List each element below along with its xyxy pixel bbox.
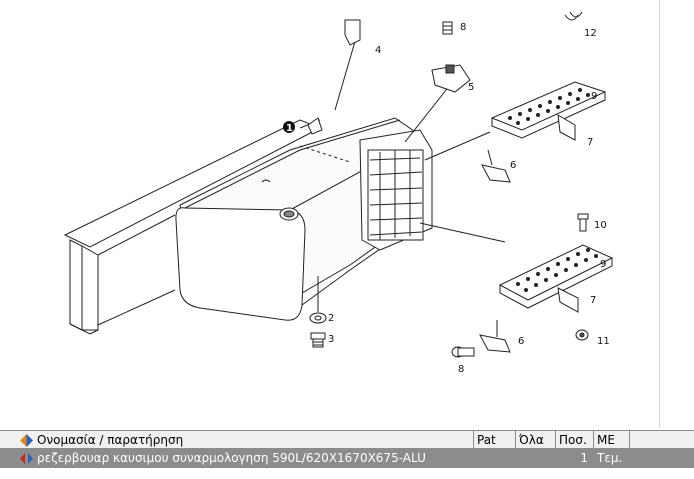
row-ola — [516, 449, 556, 468]
column-header-unit[interactable]: ΜΕ — [594, 431, 630, 450]
grid-empty-area — [0, 468, 694, 479]
header-diamond-icon[interactable] — [20, 434, 33, 447]
callout-9-lower[interactable]: 9 — [600, 259, 606, 270]
column-header-name[interactable]: Ονομασία / παρατήρηση — [34, 431, 474, 450]
callout-6-upper[interactable]: 6 — [510, 160, 516, 171]
callout-4[interactable]: 4 — [375, 45, 381, 56]
callout-9-upper[interactable]: 9 — [591, 91, 597, 102]
drawing-canvas: 1 4 8 12 5 9 7 6 10 9 7 6 11 2 3 8 — [63, 11, 614, 375]
vertical-scrollbar[interactable] — [659, 0, 694, 428]
column-header-quantity[interactable]: Ποσ. — [556, 431, 594, 450]
callout-5[interactable]: 5 — [468, 82, 474, 93]
row-pat — [474, 449, 516, 468]
callout-7-lower[interactable]: 7 — [590, 295, 596, 306]
callout-8-top[interactable]: 8 — [460, 22, 466, 33]
callout-12[interactable]: 12 — [584, 28, 597, 39]
callout-11[interactable]: 11 — [597, 336, 610, 347]
callout-1[interactable]: 1 — [286, 123, 293, 134]
row-part-name: ρεζερβουαρ καυσιμου συναρμολογηση 590L/6… — [37, 451, 426, 465]
table-row-selected[interactable]: ρεζερβουαρ καυσιμου συναρμολογηση 590L/6… — [0, 449, 694, 468]
callout-2[interactable]: 2 — [328, 313, 334, 324]
column-header-pat[interactable]: Pat — [474, 431, 516, 450]
grid-header-row: Ονομασία / παρατήρηση Pat Όλα Ποσ. ΜΕ — [0, 430, 694, 450]
row-unit: Τεμ. — [597, 451, 623, 465]
row-arrows-icon — [20, 453, 33, 464]
callout-1-marker[interactable] — [283, 121, 295, 133]
parts-grid: Ονομασία / παρατήρηση Pat Όλα Ποσ. ΜΕ ρε… — [0, 430, 694, 479]
callout-3[interactable]: 3 — [328, 334, 334, 345]
column-header-ola[interactable]: Όλα — [516, 431, 556, 450]
callout-8-lower[interactable]: 8 — [458, 364, 464, 375]
row-quantity: 1 — [580, 451, 588, 465]
column-header-spacer — [630, 431, 660, 450]
callout-7-upper[interactable]: 7 — [587, 137, 593, 148]
callout-10[interactable]: 10 — [594, 220, 607, 231]
exploded-parts-drawing[interactable]: 1 4 8 12 5 9 7 6 10 9 7 6 11 2 3 8 — [0, 0, 694, 428]
callout-6-lower[interactable]: 6 — [518, 336, 524, 347]
